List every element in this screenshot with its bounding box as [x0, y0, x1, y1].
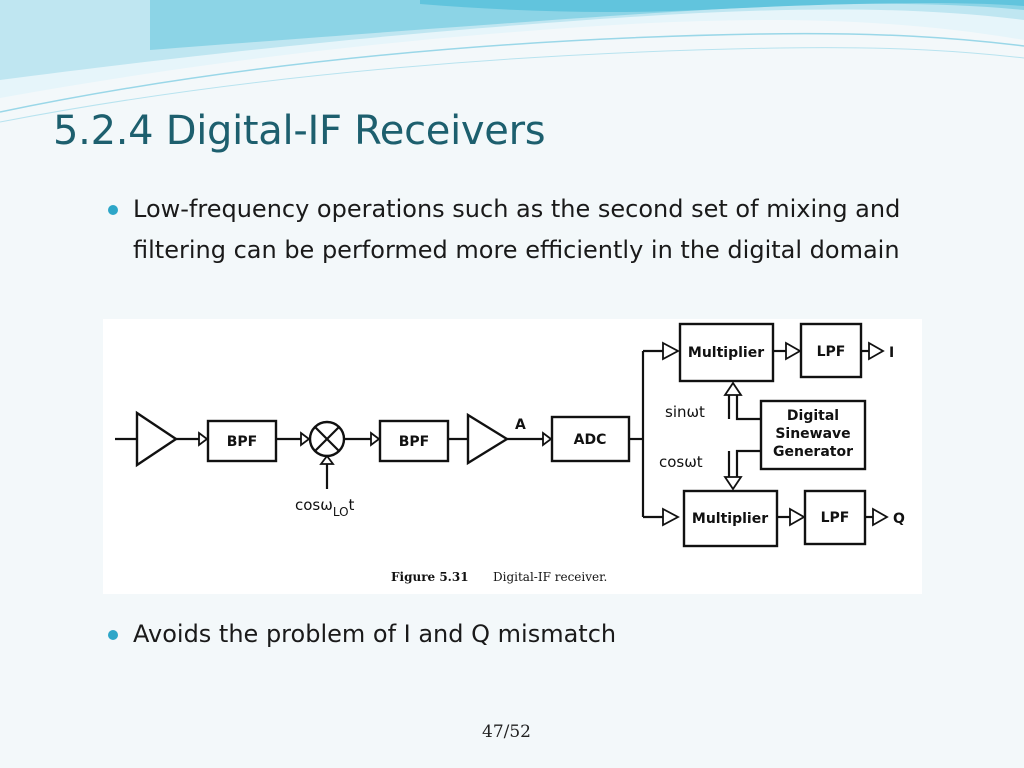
bullet-text-2: Avoids the problem of I and Q mismatch	[133, 620, 617, 648]
arrow-head	[785, 341, 802, 361]
arrow-head	[198, 431, 209, 447]
adc-label: ADC	[574, 432, 607, 448]
header-wave-decoration	[0, 0, 1024, 123]
dsg-label-line1: Digital	[787, 408, 839, 424]
arrow-head	[723, 476, 743, 491]
sin-path	[735, 395, 761, 421]
arrow-head	[300, 431, 311, 447]
bullet-dot	[108, 205, 118, 215]
dsg-label-line2: Sinewave	[775, 426, 850, 442]
cos-label: cosωt	[659, 453, 703, 471]
bpf-label-2: BPF	[399, 434, 430, 450]
cos-path	[735, 449, 761, 477]
amplifier-2	[466, 412, 510, 466]
bullet-dot	[108, 630, 118, 640]
slide-title: 5.2.4 Digital-IF Receivers	[53, 108, 546, 154]
arrow-head	[789, 507, 806, 527]
node-a-label: A	[515, 417, 526, 433]
mixer-cross	[314, 426, 340, 452]
lpf-bottom-label: LPF	[821, 510, 850, 526]
block-diagram: BPF cosωLOt BPF A	[115, 322, 905, 584]
lpf-bottom-block	[803, 489, 867, 546]
dsg-label-line3: Generator	[773, 444, 853, 460]
output-q-label: Q	[893, 511, 905, 527]
lpf-top-label: LPF	[817, 344, 846, 360]
adc-block	[550, 415, 631, 463]
sin-label: sinωt	[665, 403, 705, 421]
page-number: 47/52	[482, 722, 531, 742]
multiplier-top-block	[678, 322, 775, 383]
bpf-block-2	[378, 419, 450, 463]
arrow-head	[542, 431, 553, 447]
arrow-head	[370, 431, 381, 447]
arrow-head	[723, 381, 743, 396]
multiplier-bottom-block	[682, 489, 779, 548]
output-i-label: I	[889, 345, 894, 361]
lo-label: cosωLOt	[295, 496, 355, 519]
arrow-head	[872, 507, 889, 527]
arrow-head	[319, 454, 335, 465]
figure-caption-text: Digital-IF receiver.	[493, 570, 607, 584]
multiplier-bottom-label: Multiplier	[692, 511, 768, 527]
digital-sinewave-generator-block	[759, 399, 867, 471]
bpf-block-1	[206, 419, 278, 463]
arrow-head	[662, 507, 680, 527]
amplifier-1	[135, 410, 179, 468]
figure-digital-if-receiver: BPF cosωLOt BPF A	[103, 319, 922, 594]
arrow-head	[662, 341, 680, 361]
arrow-head	[868, 341, 885, 361]
bullet-text-1: Low-frequency operations such as the sec…	[133, 195, 901, 264]
multiplier-top-label: Multiplier	[688, 345, 764, 361]
bpf-label-1: BPF	[227, 434, 258, 450]
figure-caption-label: Figure 5.31	[391, 570, 469, 584]
